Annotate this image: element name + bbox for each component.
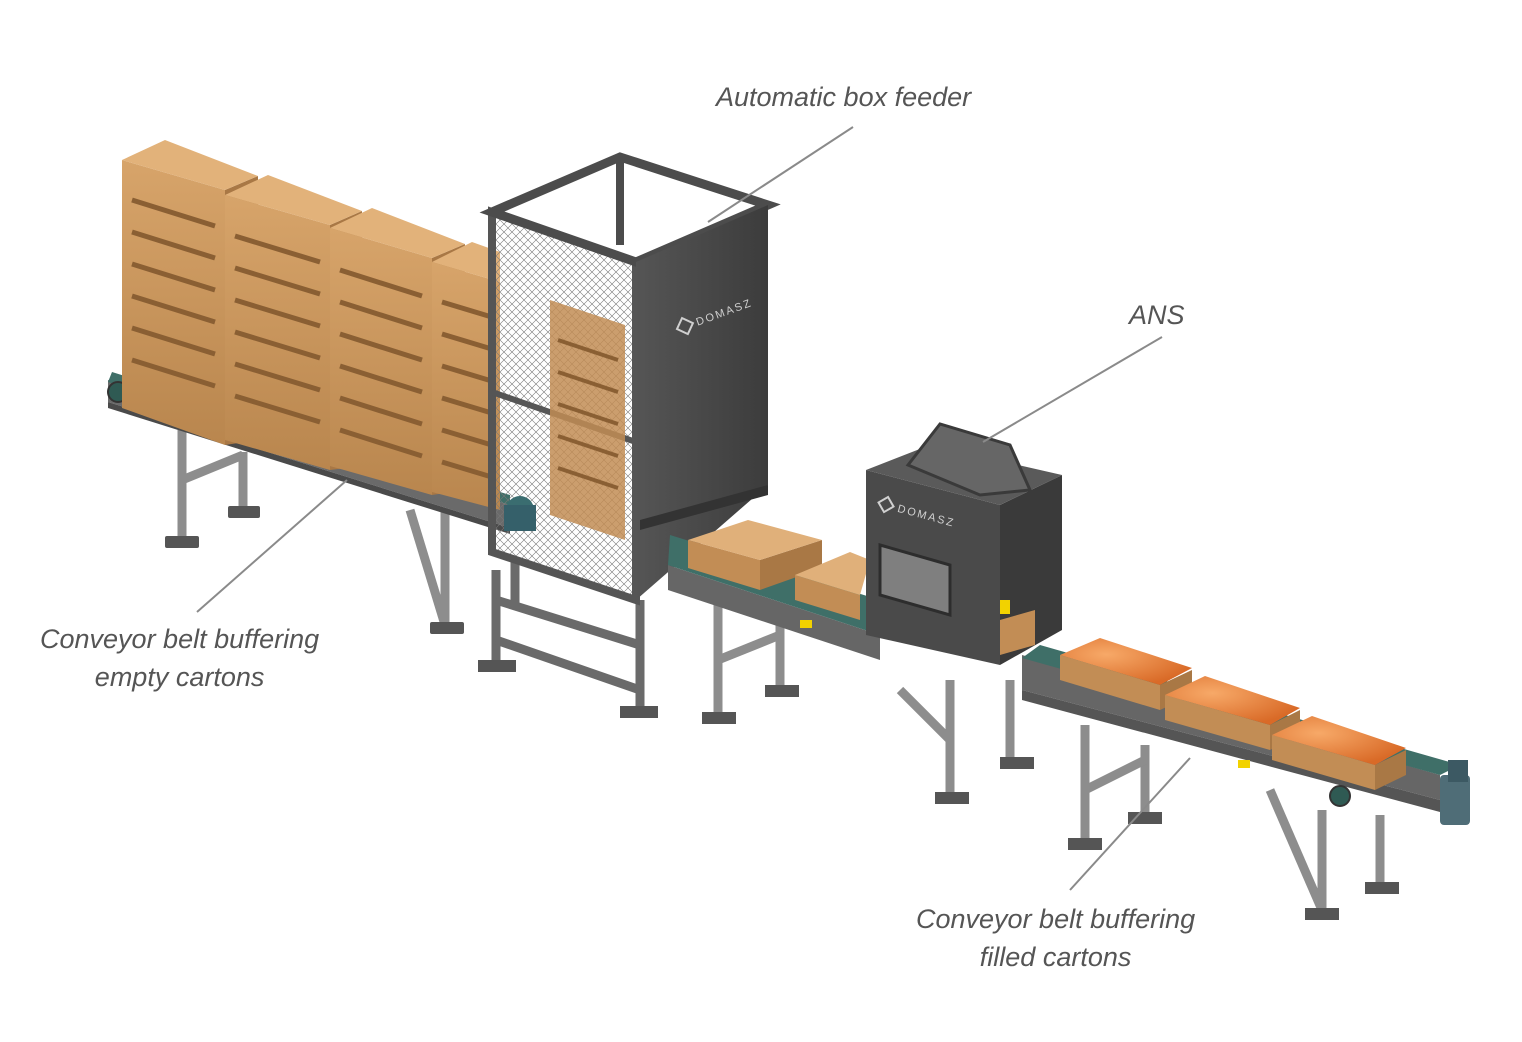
ans-machine: DOMASZ <box>866 422 1062 804</box>
label-filled-line1: Conveyor belt buffering <box>916 904 1196 934</box>
label-automatic-box-feeder: Automatic box feeder <box>716 78 971 116</box>
label-ans: ANS <box>1129 296 1185 334</box>
transfer-conveyor <box>668 520 880 724</box>
label-empty-carton-conveyor: Conveyor belt buffering empty cartons <box>40 620 319 696</box>
empty-carton <box>688 520 822 590</box>
carton-stack <box>122 140 258 445</box>
empty-carton <box>795 552 870 620</box>
label-empty-line2: empty cartons <box>94 662 265 692</box>
label-empty-line1: Conveyor belt buffering <box>40 624 320 654</box>
label-filled-line2: filled cartons <box>979 942 1132 972</box>
carton-stack <box>432 242 500 510</box>
leader-line-feeder <box>707 126 854 223</box>
filled-carton <box>1272 716 1406 790</box>
label-filled-carton-conveyor: Conveyor belt buffering filled cartons <box>916 900 1195 976</box>
label-ans-text: ANS <box>1129 300 1185 330</box>
leader-lines <box>196 126 1191 891</box>
conveyor-legs-left <box>177 430 450 627</box>
leader-line-filled <box>1069 757 1191 891</box>
label-feeder-text: Automatic box feeder <box>716 82 972 112</box>
automatic-box-feeder: DOMASZ <box>478 152 781 718</box>
filled-carton-conveyor <box>1022 638 1470 920</box>
carton-stacks <box>122 140 500 510</box>
leader-line-ans <box>982 336 1163 443</box>
leader-line-empty <box>196 479 348 613</box>
